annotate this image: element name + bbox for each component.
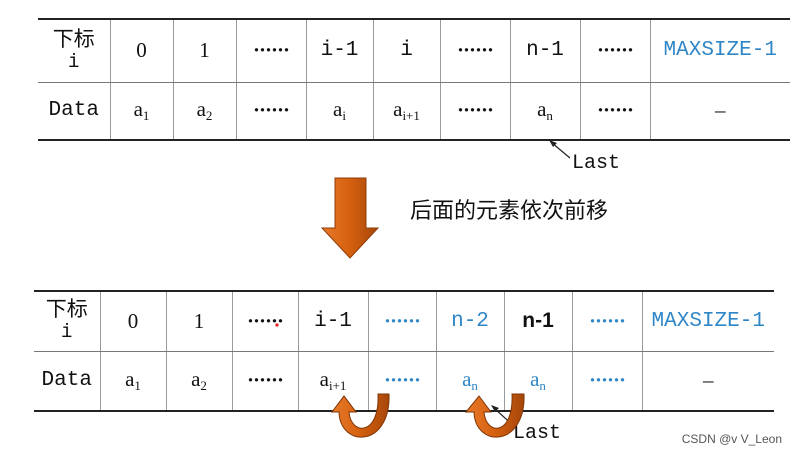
data-row-label: Data xyxy=(38,82,111,141)
index-cell: 0 xyxy=(109,18,174,83)
index-header-label: 下标 i xyxy=(34,290,101,352)
data-cell: ai xyxy=(305,82,374,141)
bottom-last-label: Last xyxy=(513,422,562,445)
bottom-index-row: 下标 i 0 1 ······ i-1 ······ n-2 n-1 ·····… xyxy=(34,290,774,352)
top-data-row: Data a1 a2 ······ ai ai+1 ······ an ····… xyxy=(38,82,790,141)
pointer-arrow-icon xyxy=(549,140,571,159)
data-row-label: Data xyxy=(34,351,101,412)
index-ellipsis: ······ xyxy=(231,290,299,352)
data-ellipsis: ······ xyxy=(439,82,511,141)
top-index-row: 下标 i 0 1 ······ i-1 i ······ n-1 ······ … xyxy=(38,18,790,83)
index-header-cn: 下标 xyxy=(45,297,88,322)
index-header-i: i xyxy=(68,50,80,73)
index-ellipsis: ······ xyxy=(579,18,651,83)
bottom-data-row: Data a1 a2 ······ ai+1 ······ an an ····… xyxy=(34,351,774,412)
data-cell-empty: – xyxy=(649,82,790,141)
data-cell: a1 xyxy=(109,82,174,141)
down-arrow-icon xyxy=(320,177,380,259)
data-ellipsis: ······ xyxy=(235,82,307,141)
index-cell: 0 xyxy=(99,290,167,352)
top-last-label: Last xyxy=(572,152,621,175)
index-cell: 1 xyxy=(165,290,233,352)
data-cell: a2 xyxy=(165,351,233,412)
data-cell-empty: – xyxy=(641,351,774,412)
data-cell-blue: an xyxy=(503,351,573,412)
index-ellipsis: ······ xyxy=(439,18,511,83)
index-cell-blue: n-2 xyxy=(435,290,505,352)
index-header-i: i xyxy=(61,321,73,344)
index-header-cn: 下标 xyxy=(52,26,95,51)
curved-shift-arrow-icon xyxy=(331,393,390,438)
index-cell: i-1 xyxy=(305,18,374,83)
data-cell: a1 xyxy=(99,351,167,412)
shift-caption: 后面的元素依次前移 xyxy=(410,199,609,224)
curved-shift-arrow-icon xyxy=(464,393,525,438)
data-ellipsis: ······ xyxy=(231,351,299,412)
data-cell: ai+1 xyxy=(297,351,369,412)
index-ellipsis: ······ xyxy=(235,18,307,83)
index-header-label: 下标 i xyxy=(38,18,111,83)
index-ellipsis-blue: ······ xyxy=(367,290,437,352)
bottom-array-table: 下标 i 0 1 ······ i-1 ······ n-2 n-1 ·····… xyxy=(34,290,774,412)
watermark: CSDN @v V_Leon xyxy=(681,432,782,446)
data-ellipsis: ······ xyxy=(579,82,651,141)
index-cell-maxsize: MAXSIZE-1 xyxy=(641,290,774,352)
index-cell: i xyxy=(372,18,441,83)
index-cell: n-1 xyxy=(509,18,581,83)
red-dot-marker xyxy=(275,323,279,327)
index-cell: i-1 xyxy=(297,290,369,352)
top-array-table: 下标 i 0 1 ······ i-1 i ······ n-1 ······ … xyxy=(38,18,790,141)
index-cell-maxsize: MAXSIZE-1 xyxy=(649,18,790,83)
